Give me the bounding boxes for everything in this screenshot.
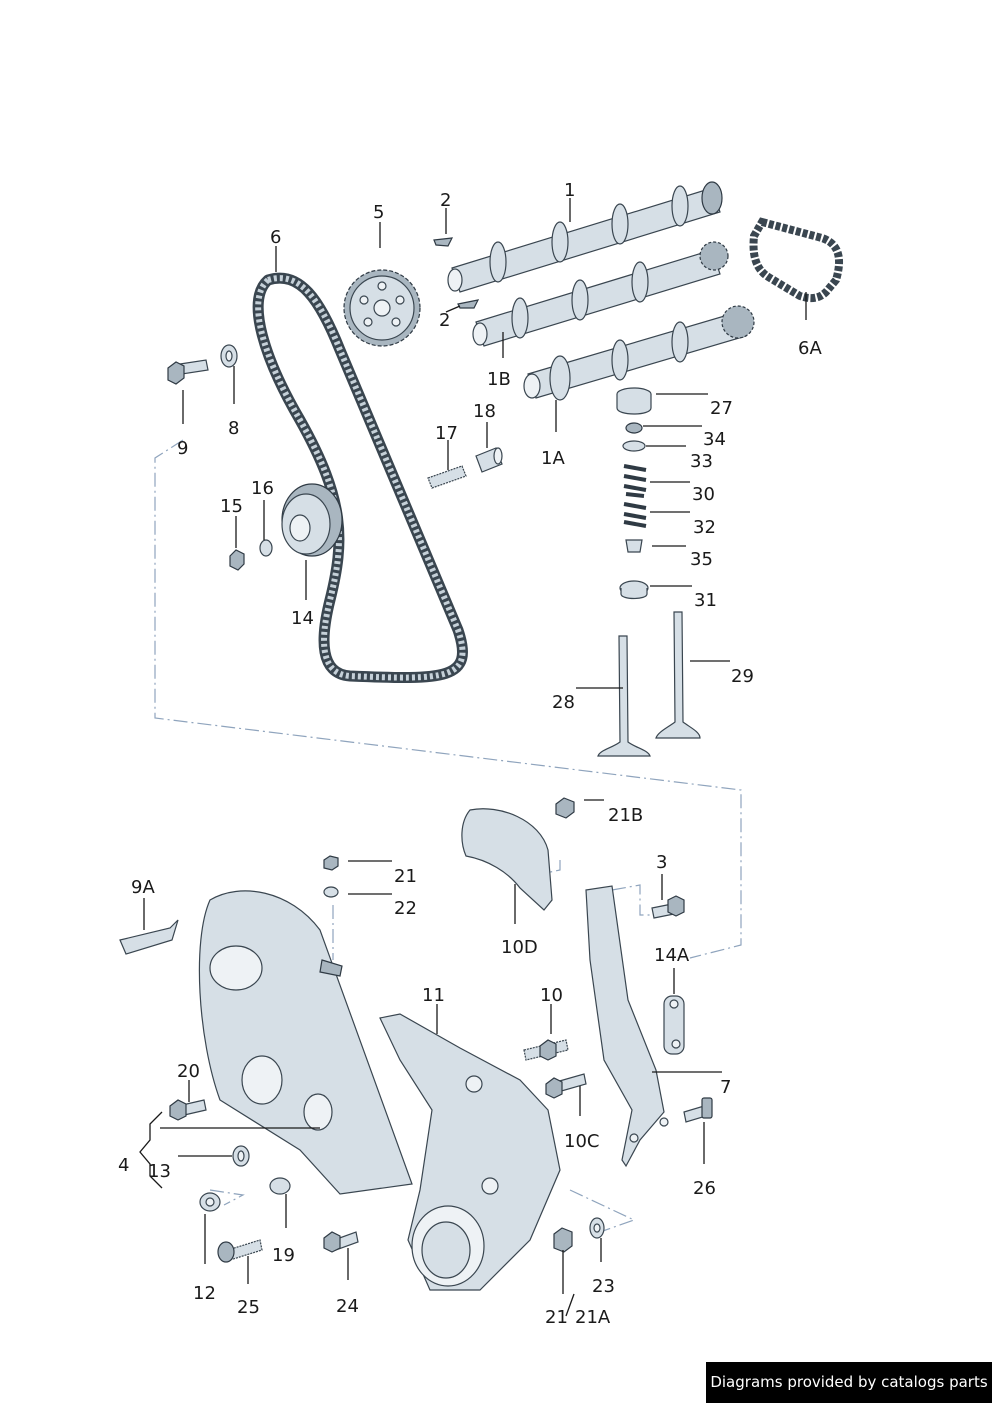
callout-10c: 10C <box>564 1131 599 1152</box>
callout-6: 6 <box>270 227 281 248</box>
clip-9a <box>119 919 179 955</box>
callout-31: 31 <box>694 590 717 611</box>
camshaft-sprocket <box>343 269 421 347</box>
callout-1a: 1A <box>541 448 565 469</box>
camshaft-1 <box>447 181 723 293</box>
bolt-10c <box>545 1073 587 1099</box>
callout-21b: 21B <box>608 805 643 826</box>
callout-24: 24 <box>336 1296 359 1317</box>
callout-23: 23 <box>592 1276 615 1297</box>
valve-28 <box>597 635 651 757</box>
callout-2-upper: 2 <box>440 190 451 211</box>
callout-28: 28 <box>552 692 575 713</box>
bolt-9 <box>167 359 209 385</box>
callout-29: 29 <box>731 666 754 687</box>
washer-13 <box>232 1145 250 1167</box>
drive-chain <box>749 217 843 303</box>
callout-2-lower: 2 <box>439 310 450 331</box>
callout-15: 15 <box>220 496 243 517</box>
rear-panel-11 <box>379 1013 561 1291</box>
bolt-25 <box>217 1239 263 1263</box>
timing-cover-outer <box>198 890 413 1195</box>
bolt-24 <box>323 1231 359 1253</box>
callout-9: 9 <box>177 438 188 459</box>
callout-labels: 1 1A 1B 2 2 3 4 5 6 6A 7 8 9 9A 10 10C 1… <box>118 180 822 1328</box>
callout-16: 16 <box>251 478 274 499</box>
callout-21-lower: 21 <box>545 1307 568 1328</box>
washer-16 <box>259 539 273 557</box>
callout-34: 34 <box>703 429 726 450</box>
callout-22: 22 <box>394 898 417 919</box>
camshaft-1b <box>472 241 729 347</box>
catalog-credit-badge: Diagrams provided by catalogs parts <box>706 1362 992 1403</box>
sleeve-18 <box>475 447 503 473</box>
tension-roller-14 <box>281 483 343 557</box>
callout-3: 3 <box>656 852 667 873</box>
callout-12: 12 <box>193 1283 216 1304</box>
callout-30: 30 <box>692 484 715 505</box>
callout-13: 13 <box>148 1161 171 1182</box>
nut-21-lower <box>553 1227 573 1253</box>
callout-10: 10 <box>540 985 563 1006</box>
callout-17: 17 <box>435 423 458 444</box>
callout-6a: 6A <box>798 338 822 359</box>
leader-lines <box>139 198 807 1317</box>
callout-26: 26 <box>693 1178 716 1199</box>
plate-14a <box>663 995 685 1055</box>
bolt-20 <box>169 1099 207 1121</box>
timing-belt <box>252 272 468 684</box>
bolt-3 <box>651 895 685 919</box>
callout-21a: 21A <box>575 1307 611 1328</box>
bracket-7 <box>585 885 669 1168</box>
callout-35: 35 <box>690 549 713 570</box>
stud-17 <box>427 465 467 489</box>
bolt-10 <box>523 1039 569 1061</box>
callout-8: 8 <box>228 418 239 439</box>
washer-8 <box>220 344 238 368</box>
callout-14: 14 <box>291 608 314 629</box>
bush-19 <box>269 1177 291 1195</box>
callout-27: 27 <box>710 398 733 419</box>
callout-10d: 10D <box>501 937 538 958</box>
valve-train <box>616 387 652 600</box>
callout-14a: 14A <box>654 945 690 966</box>
callout-18: 18 <box>473 401 496 422</box>
camshaft-1a <box>523 305 755 401</box>
callout-11: 11 <box>422 985 445 1006</box>
nut-15 <box>229 549 245 571</box>
callout-20: 20 <box>177 1061 200 1082</box>
callout-33: 33 <box>690 451 713 472</box>
callout-19: 19 <box>272 1245 295 1266</box>
bolt-12 <box>199 1192 221 1212</box>
callout-1b: 1B <box>487 369 511 390</box>
callout-1: 1 <box>564 180 575 201</box>
washer-22 <box>323 886 339 898</box>
callout-7: 7 <box>720 1077 731 1098</box>
callout-9a: 9A <box>131 877 155 898</box>
woodruff-keys <box>433 237 480 309</box>
bolt-26 <box>683 1097 713 1123</box>
shield-10d <box>461 808 553 911</box>
callout-4: 4 <box>118 1155 129 1176</box>
callout-32: 32 <box>693 517 716 538</box>
callout-21-upper: 21 <box>394 866 417 887</box>
nut-21b <box>555 797 575 819</box>
callout-25: 25 <box>237 1297 260 1318</box>
nut-21-upper <box>323 855 339 871</box>
washer-23 <box>589 1217 605 1239</box>
valve-29 <box>655 611 701 739</box>
callout-5: 5 <box>373 202 384 223</box>
